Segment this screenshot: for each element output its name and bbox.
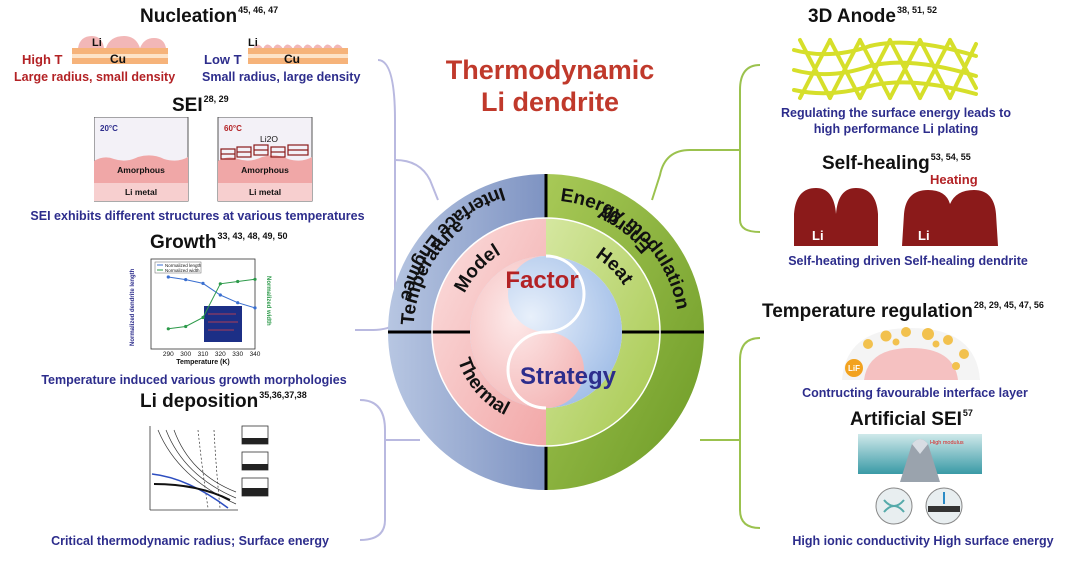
growth-length-line bbox=[168, 276, 256, 309]
growth-width-point bbox=[218, 282, 222, 286]
growth-x-tick: 340 bbox=[250, 351, 261, 358]
high-t-label: High T bbox=[22, 52, 63, 67]
nucleation-li-left: Li bbox=[92, 37, 102, 49]
growth-caption: Temperature induced various growth morph… bbox=[41, 373, 347, 387]
growth-length-point bbox=[253, 306, 257, 310]
growth-legend-width: Normalized width bbox=[165, 268, 200, 273]
healing-figure: Li Li bbox=[794, 188, 998, 246]
anode-caption-1: Regulating the surface energy leads to bbox=[781, 106, 1011, 120]
growth-ylabel-left: Normalized dendrite length bbox=[130, 268, 136, 346]
growth-x-tick: 330 bbox=[232, 351, 243, 358]
anode-title: 3D Anode38, 51, 52 bbox=[808, 5, 938, 27]
deposition-title: Li deposition35,36,37,38 bbox=[140, 390, 307, 412]
nucleation-cu-right: Cu bbox=[284, 52, 300, 66]
temp-reg-caption: Contructing favourable interface layer bbox=[802, 386, 1028, 400]
sei-20c: 20°C bbox=[100, 124, 118, 133]
nucleation-cap-left: Large radius, small density bbox=[14, 70, 176, 84]
nucleation-cap-right: Small radius, large density bbox=[202, 70, 361, 84]
growth-length-point bbox=[201, 281, 205, 285]
sei-caption: SEI exhibits different structures at var… bbox=[30, 209, 365, 223]
nucleation-figure: Li Cu Li Cu bbox=[72, 36, 348, 66]
anode-caption-2: high performance Li plating bbox=[813, 122, 979, 136]
growth-ylabel-right: Normalized width bbox=[265, 276, 271, 326]
artificial-figure: High modulus bbox=[858, 434, 982, 525]
growth-x-tick: 310 bbox=[198, 351, 209, 358]
healing-caption: Self-heating driven Self-healing dendrit… bbox=[788, 254, 1028, 268]
growth-title: Growth33, 43, 48, 49, 50 bbox=[150, 231, 288, 253]
factor-label: Factor bbox=[505, 267, 578, 294]
growth-width-point bbox=[166, 327, 170, 331]
title-line2: Li dendrite bbox=[480, 87, 619, 117]
growth-chart: Normalized length Normalized width Norma… bbox=[130, 258, 271, 366]
temp-reg-figure: LiF bbox=[842, 327, 980, 380]
growth-length-point bbox=[236, 301, 240, 305]
growth-width-point bbox=[236, 279, 240, 284]
healing-li-right: Li bbox=[918, 228, 930, 243]
sei-li-metal-right: Li metal bbox=[249, 187, 281, 197]
growth-x-tick: 290 bbox=[163, 351, 174, 358]
deposition-caption: Critical thermodynamic radius; Surface e… bbox=[51, 534, 329, 548]
deposition-plot bbox=[149, 425, 269, 511]
growth-width-point bbox=[201, 315, 205, 320]
growth-length-point bbox=[218, 293, 222, 297]
growth-x-tick: 300 bbox=[180, 351, 191, 358]
sei-60c: 60°C bbox=[224, 124, 242, 133]
strategy-label: Strategy bbox=[520, 363, 617, 390]
nucleation-li-right: Li bbox=[248, 37, 258, 49]
lif-label: LiF bbox=[848, 364, 860, 373]
growth-width-line bbox=[168, 278, 256, 330]
growth-width-point bbox=[253, 277, 257, 281]
sei-amorphous-right: Amorphous bbox=[241, 165, 289, 175]
temp-reg-title: Temperature regulation28, 29, 45, 47, 56 bbox=[762, 300, 1044, 322]
growth-length-point bbox=[184, 278, 188, 282]
nucleation-title: Nucleation45, 46, 47 bbox=[140, 5, 279, 27]
artificial-title: Artificial SEI57 bbox=[850, 408, 973, 430]
nucleation-cu-left: Cu bbox=[110, 52, 126, 66]
central-wheel: Temperature Energy modulation Energy Int… bbox=[388, 174, 704, 490]
growth-legend-length: Normalized length bbox=[165, 263, 202, 268]
sei-li-metal-left: Li metal bbox=[125, 187, 157, 197]
growth-xlabel: Temperature (K) bbox=[176, 359, 230, 366]
sei-figure: 20°C Amorphous Li metal 60°C Li2O Amorph… bbox=[94, 117, 313, 202]
anode-mesh bbox=[792, 38, 978, 100]
sei-li2o: Li2O bbox=[260, 134, 278, 144]
healing-title: Self-healing53, 54, 55 bbox=[822, 152, 971, 174]
growth-length-point bbox=[166, 275, 170, 279]
sei-amorphous-left: Amorphous bbox=[117, 165, 165, 175]
title-line1: Thermodynamic bbox=[445, 55, 655, 85]
growth-width-point bbox=[184, 324, 188, 329]
healing-heating-label: Heating bbox=[930, 172, 978, 187]
growth-x-tick: 320 bbox=[215, 351, 226, 358]
high-modulus-label: High modulus bbox=[930, 440, 964, 446]
healing-li-left: Li bbox=[812, 228, 824, 243]
sei-title: SEI28, 29 bbox=[172, 94, 229, 116]
artificial-caption: High ionic conductivity High surface ene… bbox=[792, 534, 1054, 548]
low-t-label: Low T bbox=[204, 52, 242, 67]
